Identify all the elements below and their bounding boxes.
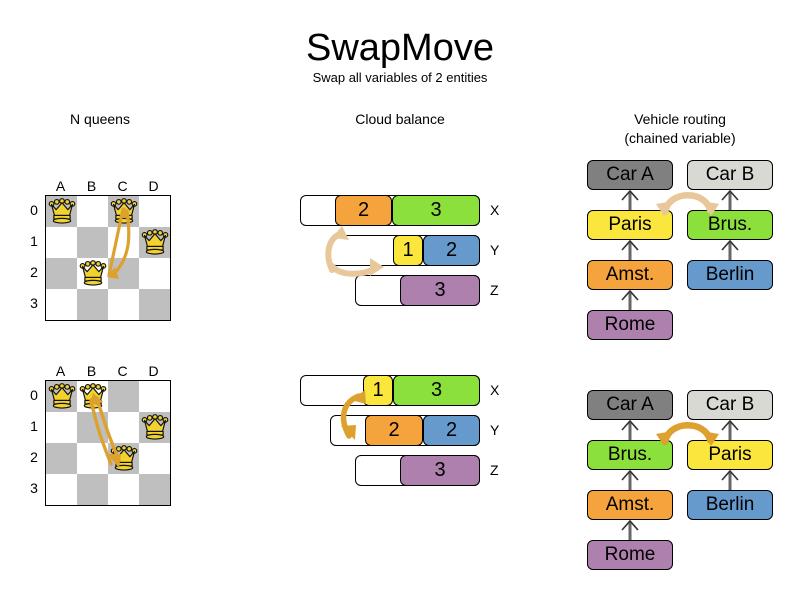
chess-cell-d0[interactable] <box>139 381 170 412</box>
row-label-1: 1 <box>30 233 38 249</box>
row-label-1: 1 <box>30 418 38 434</box>
nqueens-swap-arrow-after <box>89 393 121 468</box>
computer-capacity-bar <box>355 455 480 486</box>
chain-link-arrow-icon <box>621 239 639 260</box>
row-label-2: 2 <box>30 264 38 280</box>
chain-link-arrow-icon <box>621 469 639 490</box>
chess-cell-b2[interactable] <box>77 258 108 289</box>
chess-cell-d2[interactable] <box>139 443 170 474</box>
chess-cell-a2[interactable] <box>46 443 77 474</box>
queen-piece-icon[interactable] <box>78 259 107 288</box>
chess-cell-a1[interactable] <box>46 412 77 443</box>
chess-cell-a2[interactable] <box>46 258 77 289</box>
row-label-3: 3 <box>30 480 38 496</box>
customer-node-rome[interactable]: Rome <box>587 310 673 340</box>
computer-label-z: Z <box>490 462 499 478</box>
column-label-b: B <box>86 363 97 379</box>
vrp-swap-arrow-before <box>656 192 719 216</box>
cloud-process-segment[interactable]: 3 <box>400 275 480 306</box>
section-title-nqueens: N queens <box>70 111 130 127</box>
chess-cell-c0[interactable] <box>108 196 139 227</box>
computer-label-x: X <box>490 382 500 398</box>
chess-cell-b2[interactable] <box>77 443 108 474</box>
computer-label-y: Y <box>490 242 500 258</box>
chess-cell-b3[interactable] <box>77 474 108 505</box>
chess-cell-d3[interactable] <box>139 474 170 505</box>
row-label-2: 2 <box>30 449 38 465</box>
cloud-process-segment[interactable]: 3 <box>400 455 480 486</box>
chain-link-arrow-icon <box>721 239 739 260</box>
chessboard-row-labels-after: 0 1 2 3 <box>26 380 42 504</box>
customer-node-amst[interactable]: Amst. <box>587 490 673 520</box>
section-title-cloud-balance: Cloud balance <box>355 111 445 127</box>
cloud-process-segment[interactable]: 3 <box>393 375 480 406</box>
column-label-a: A <box>55 178 66 194</box>
chess-cell-c3[interactable] <box>108 474 139 505</box>
cloud-computer-row-z: 3 <box>355 455 480 486</box>
chess-cell-d0[interactable] <box>139 196 170 227</box>
customer-node-berlin[interactable]: Berlin <box>687 260 773 290</box>
chessboard-column-labels-before: A B C D <box>45 178 169 194</box>
column-label-c: C <box>117 363 128 379</box>
vrp-title-line-1: Vehicle routing <box>634 111 726 127</box>
vrp-title-line-2: (chained variable) <box>624 130 736 146</box>
section-title-vehicle-routing: Vehicle routing (chained variable) <box>580 110 780 148</box>
column-label-b: B <box>86 178 97 194</box>
page-title: SwapMove <box>306 27 494 69</box>
chess-cell-d1[interactable] <box>139 227 170 258</box>
chess-cell-b1[interactable] <box>77 227 108 258</box>
chain-link-arrow-icon <box>621 189 639 210</box>
chess-cell-a3[interactable] <box>46 474 77 505</box>
computer-label-y: Y <box>490 422 500 438</box>
vrp-swap-arrow-after <box>656 422 719 446</box>
chessboard-after[interactable] <box>45 380 171 506</box>
chess-cell-a3[interactable] <box>46 289 77 320</box>
chain-link-arrow-icon <box>621 289 639 310</box>
chessboard-column-labels-after: A B C D <box>45 363 169 379</box>
row-label-0: 0 <box>30 387 38 403</box>
column-label-c: C <box>117 178 128 194</box>
cloud-swap-arrow-before <box>325 226 384 277</box>
chain-link-arrow-icon <box>721 469 739 490</box>
queen-piece-icon[interactable] <box>47 382 76 411</box>
queen-piece-icon[interactable] <box>140 228 169 257</box>
row-label-0: 0 <box>30 202 38 218</box>
chess-cell-d1[interactable] <box>139 412 170 443</box>
cloud-process-segment[interactable]: 2 <box>423 235 480 266</box>
chess-cell-c0[interactable] <box>108 381 139 412</box>
queen-piece-icon[interactable] <box>47 197 76 226</box>
column-label-a: A <box>55 363 66 379</box>
cloud-swap-arrow-after <box>340 390 366 440</box>
computer-label-x: X <box>490 202 500 218</box>
chess-cell-c1[interactable] <box>108 412 139 443</box>
chess-cell-a1[interactable] <box>46 227 77 258</box>
chess-cell-b0[interactable] <box>77 196 108 227</box>
chess-cell-a0[interactable] <box>46 196 77 227</box>
chess-cell-c3[interactable] <box>108 289 139 320</box>
chess-cell-d2[interactable] <box>139 258 170 289</box>
chain-link-arrow-icon <box>621 519 639 540</box>
cloud-process-segment[interactable]: 2 <box>423 415 480 446</box>
customer-node-berlin[interactable]: Berlin <box>687 490 773 520</box>
page-subtitle: Swap all variables of 2 entities <box>312 70 488 85</box>
column-label-d: D <box>148 363 159 379</box>
nqueens-swap-arrow-before <box>107 207 131 279</box>
chess-cell-a0[interactable] <box>46 381 77 412</box>
customer-node-rome[interactable]: Rome <box>587 540 673 570</box>
row-label-3: 3 <box>30 295 38 311</box>
chess-cell-b3[interactable] <box>77 289 108 320</box>
queen-piece-icon[interactable] <box>140 413 169 442</box>
chess-cell-d3[interactable] <box>139 289 170 320</box>
chain-link-arrow-icon <box>621 419 639 440</box>
computer-label-z: Z <box>490 282 499 298</box>
chessboard-row-labels-before: 0 1 2 3 <box>26 195 42 319</box>
column-label-d: D <box>148 178 159 194</box>
customer-node-amst[interactable]: Amst. <box>587 260 673 290</box>
